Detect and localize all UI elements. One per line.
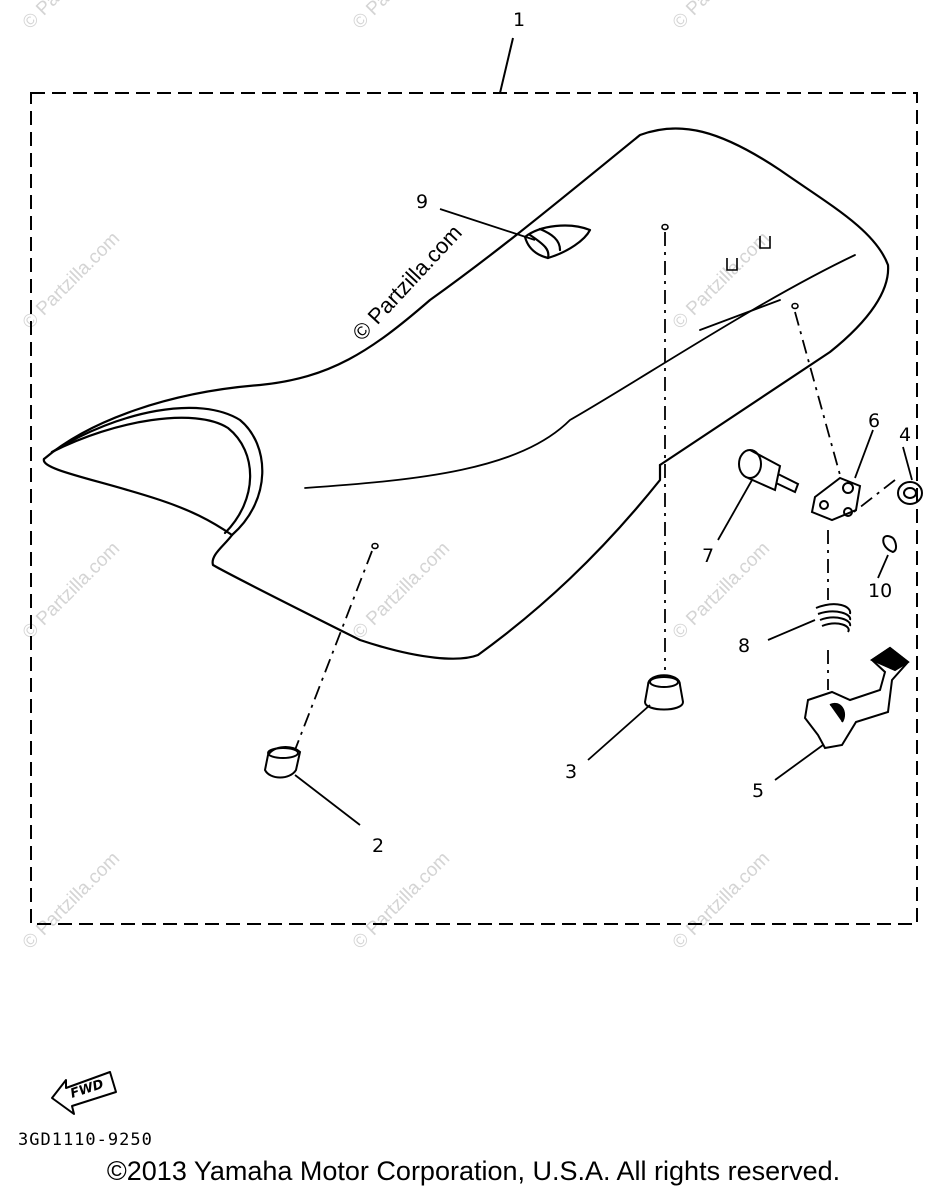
watermark-text: © Partzilla.com bbox=[19, 0, 124, 34]
part-10-clip bbox=[882, 535, 897, 554]
callout-9: 9 bbox=[416, 191, 428, 213]
fwd-arrow-icon: FWD bbox=[51, 1071, 117, 1115]
watermark-text: © Partzilla.com bbox=[669, 848, 774, 953]
callout-6: 6 bbox=[868, 410, 880, 432]
guide-lines bbox=[294, 232, 896, 751]
assembly-frame bbox=[30, 92, 918, 925]
watermark-main: © Partzilla.com bbox=[347, 220, 466, 345]
watermark-text: © Partzilla.com bbox=[19, 848, 124, 953]
part-7-bolt bbox=[738, 449, 800, 494]
callout-1: 1 bbox=[513, 9, 525, 31]
seat-drawing bbox=[42, 127, 890, 660]
part-4-bushing bbox=[897, 481, 923, 505]
watermark-text: © Partzilla.com bbox=[19, 538, 124, 643]
copyright-notice: ©2013 Yamaha Motor Corporation, U.S.A. A… bbox=[106, 1156, 841, 1186]
part-2-damper bbox=[263, 746, 302, 779]
callout-2: 2 bbox=[372, 835, 384, 857]
callout-10: 10 bbox=[868, 580, 892, 602]
watermark-text: © Partzilla.com bbox=[349, 848, 454, 953]
part-6-bracket bbox=[810, 476, 862, 522]
leader-lines bbox=[294, 208, 913, 826]
watermark-text: © Partzilla.com bbox=[19, 228, 124, 333]
callout-8: 8 bbox=[738, 635, 750, 657]
part-5-hook bbox=[803, 646, 910, 750]
watermark-text: © Partzilla.com bbox=[669, 0, 774, 34]
part-3-damper bbox=[643, 674, 685, 711]
leader-line-1 bbox=[499, 37, 514, 94]
part-8-spring bbox=[815, 603, 852, 633]
watermark-text: © Partzilla.com bbox=[349, 538, 454, 643]
callout-3: 3 bbox=[565, 761, 577, 783]
mounting-holes bbox=[371, 223, 799, 550]
callout-7: 7 bbox=[702, 545, 714, 567]
callout-4: 4 bbox=[899, 424, 911, 446]
callout-5: 5 bbox=[752, 780, 764, 802]
watermark-text: © Partzilla.com bbox=[669, 538, 774, 643]
watermark-text: © Partzilla.com bbox=[669, 228, 774, 333]
watermark-text: © Partzilla.com bbox=[349, 0, 454, 34]
part-code: 3GD1110-9250 bbox=[18, 1130, 153, 1150]
